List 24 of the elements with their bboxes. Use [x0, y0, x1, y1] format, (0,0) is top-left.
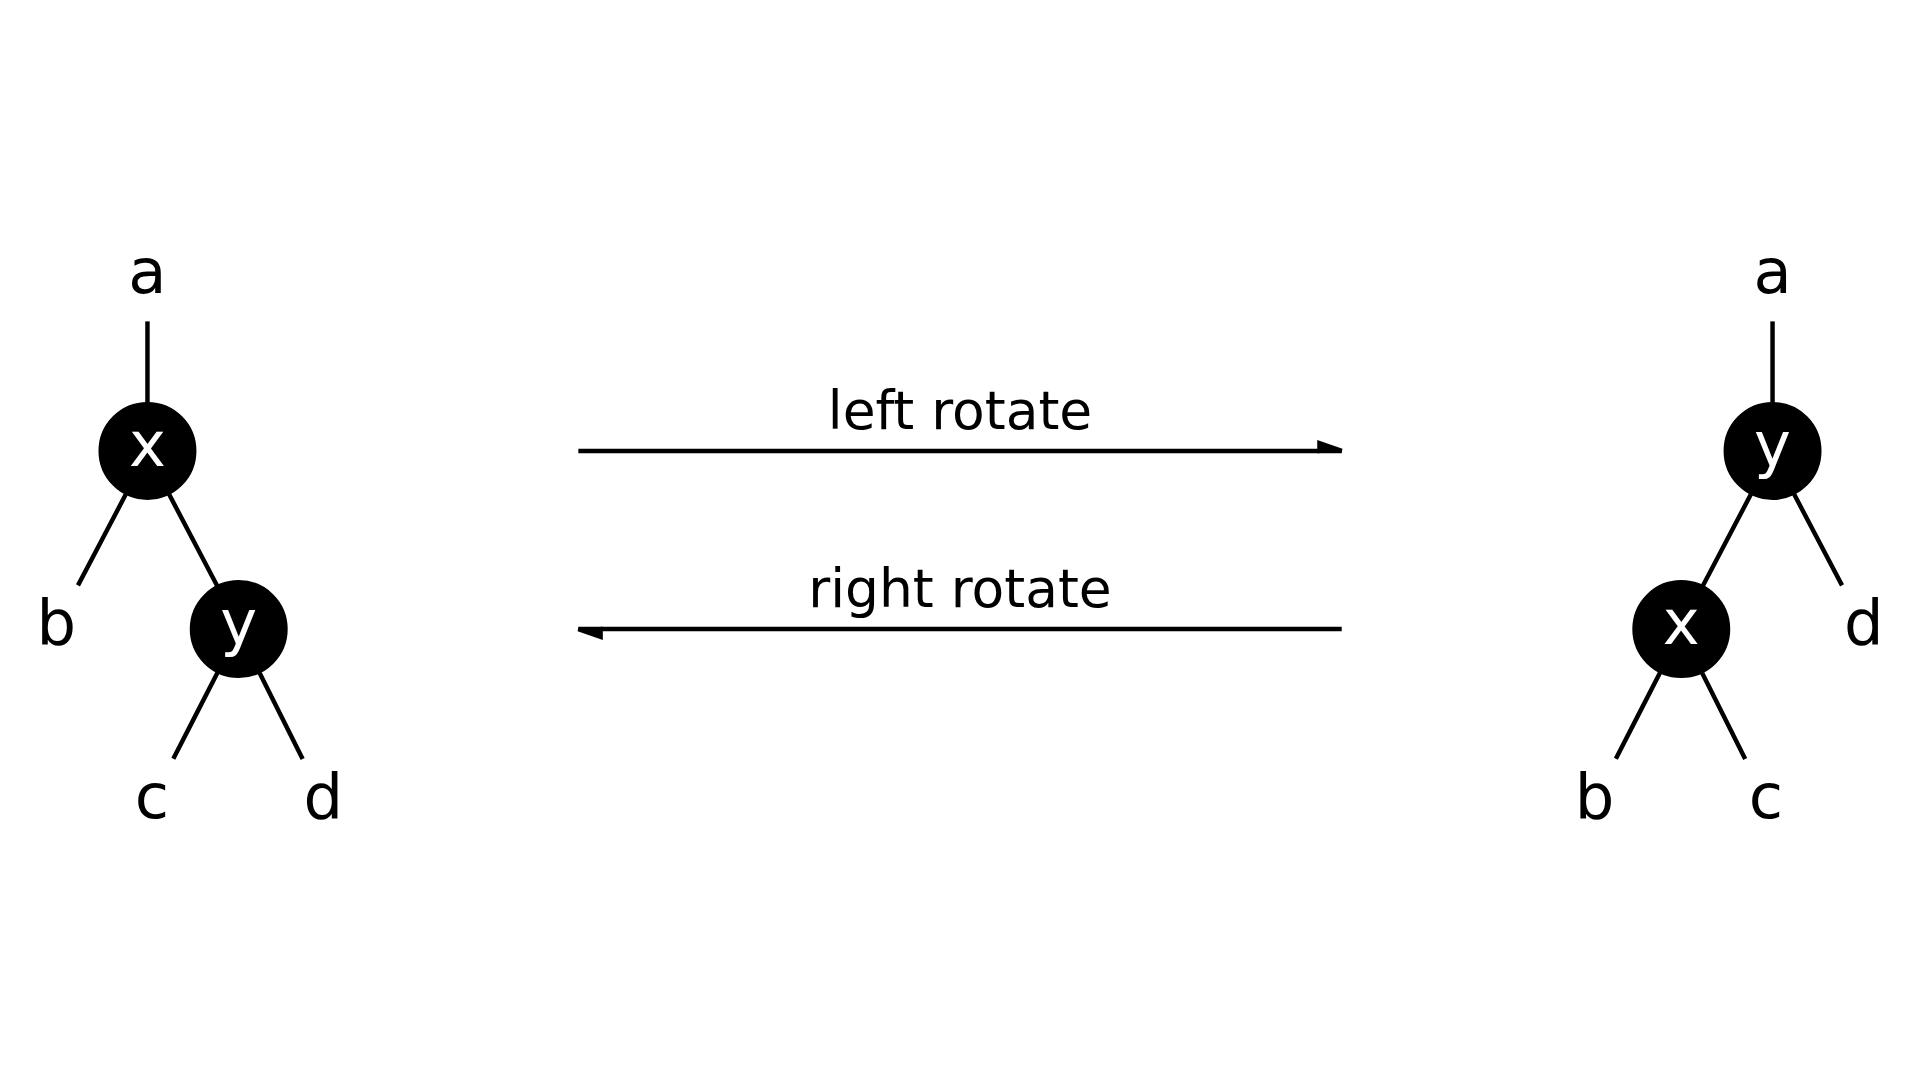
- node-circle: y: [1723, 401, 1822, 500]
- connector: [1792, 493, 1844, 587]
- node-text: b: [36, 586, 76, 660]
- node-text: b: [1574, 760, 1615, 834]
- connector: [171, 671, 220, 760]
- node-text: a: [1753, 234, 1792, 308]
- connector: [1613, 671, 1663, 760]
- connector: [76, 493, 128, 587]
- connector: [257, 672, 305, 761]
- node-circle: x: [98, 401, 197, 500]
- node-text: c: [134, 760, 170, 834]
- connector: [1700, 493, 1753, 587]
- node-circle: y: [189, 580, 288, 679]
- node-text: d: [303, 760, 344, 834]
- connector: [145, 321, 150, 403]
- label: right rotate: [808, 557, 1112, 621]
- connector: [167, 493, 220, 587]
- connector: [1700, 672, 1748, 761]
- node-text: d: [1844, 586, 1884, 660]
- node-text: c: [1748, 760, 1784, 834]
- label: left rotate: [827, 379, 1093, 443]
- connector: [1770, 321, 1775, 403]
- node-circle: x: [1632, 580, 1731, 679]
- node-text: a: [128, 234, 167, 308]
